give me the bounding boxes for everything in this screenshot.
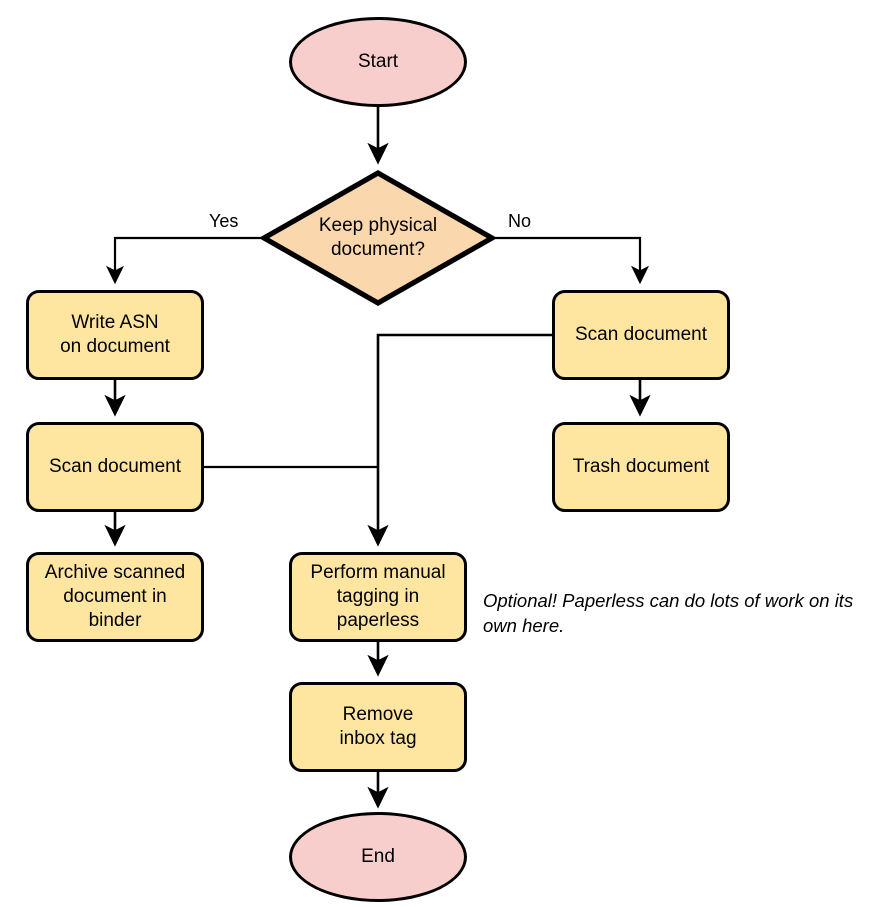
node-keep-physical-document[interactable]: Keep physical document? bbox=[261, 170, 495, 306]
node-end[interactable]: End bbox=[289, 812, 467, 902]
node-remove-inbox-tag-label: Remove inbox tag bbox=[339, 704, 417, 749]
node-perform-manual-tagging[interactable]: Perform manual tagging in paperless bbox=[289, 552, 467, 642]
node-start-label: Start bbox=[357, 51, 399, 72]
node-end-label: End bbox=[361, 846, 395, 867]
node-scan-document-left[interactable]: Scan document bbox=[26, 422, 204, 512]
edge-label-yes: Yes bbox=[209, 211, 239, 231]
diamond-shape bbox=[261, 170, 495, 306]
node-remove-inbox-tag[interactable]: Remove inbox tag bbox=[289, 682, 467, 772]
edge-decision-no-to-scan-right bbox=[495, 236, 650, 285]
edge-scan-right-to-manual-tagging bbox=[367, 333, 552, 547]
node-write-asn[interactable]: Write ASN on document bbox=[26, 290, 204, 380]
node-trash-document[interactable]: Trash document bbox=[552, 422, 730, 512]
optional-note: Optional! Paperless can do lots of work … bbox=[483, 590, 854, 636]
node-keep-physical-document-label: Keep physical document? bbox=[318, 215, 438, 260]
edge-decision-yes-to-write-asn bbox=[105, 236, 261, 285]
edge-label-no: No bbox=[508, 211, 532, 231]
node-trash-document-label: Trash document bbox=[572, 456, 710, 477]
node-scan-document-right-label: Scan document bbox=[574, 324, 708, 345]
node-write-asn-label: Write ASN on document bbox=[60, 312, 170, 357]
node-archive-scanned-document-label: Archive scanned document in binder bbox=[44, 562, 186, 631]
node-start[interactable]: Start bbox=[289, 17, 467, 107]
node-scan-document-left-label: Scan document bbox=[48, 456, 182, 477]
node-perform-manual-tagging-label: Perform manual tagging in paperless bbox=[310, 562, 446, 631]
node-archive-scanned-document[interactable]: Archive scanned document in binder bbox=[26, 552, 204, 642]
node-scan-document-right[interactable]: Scan document bbox=[552, 290, 730, 380]
